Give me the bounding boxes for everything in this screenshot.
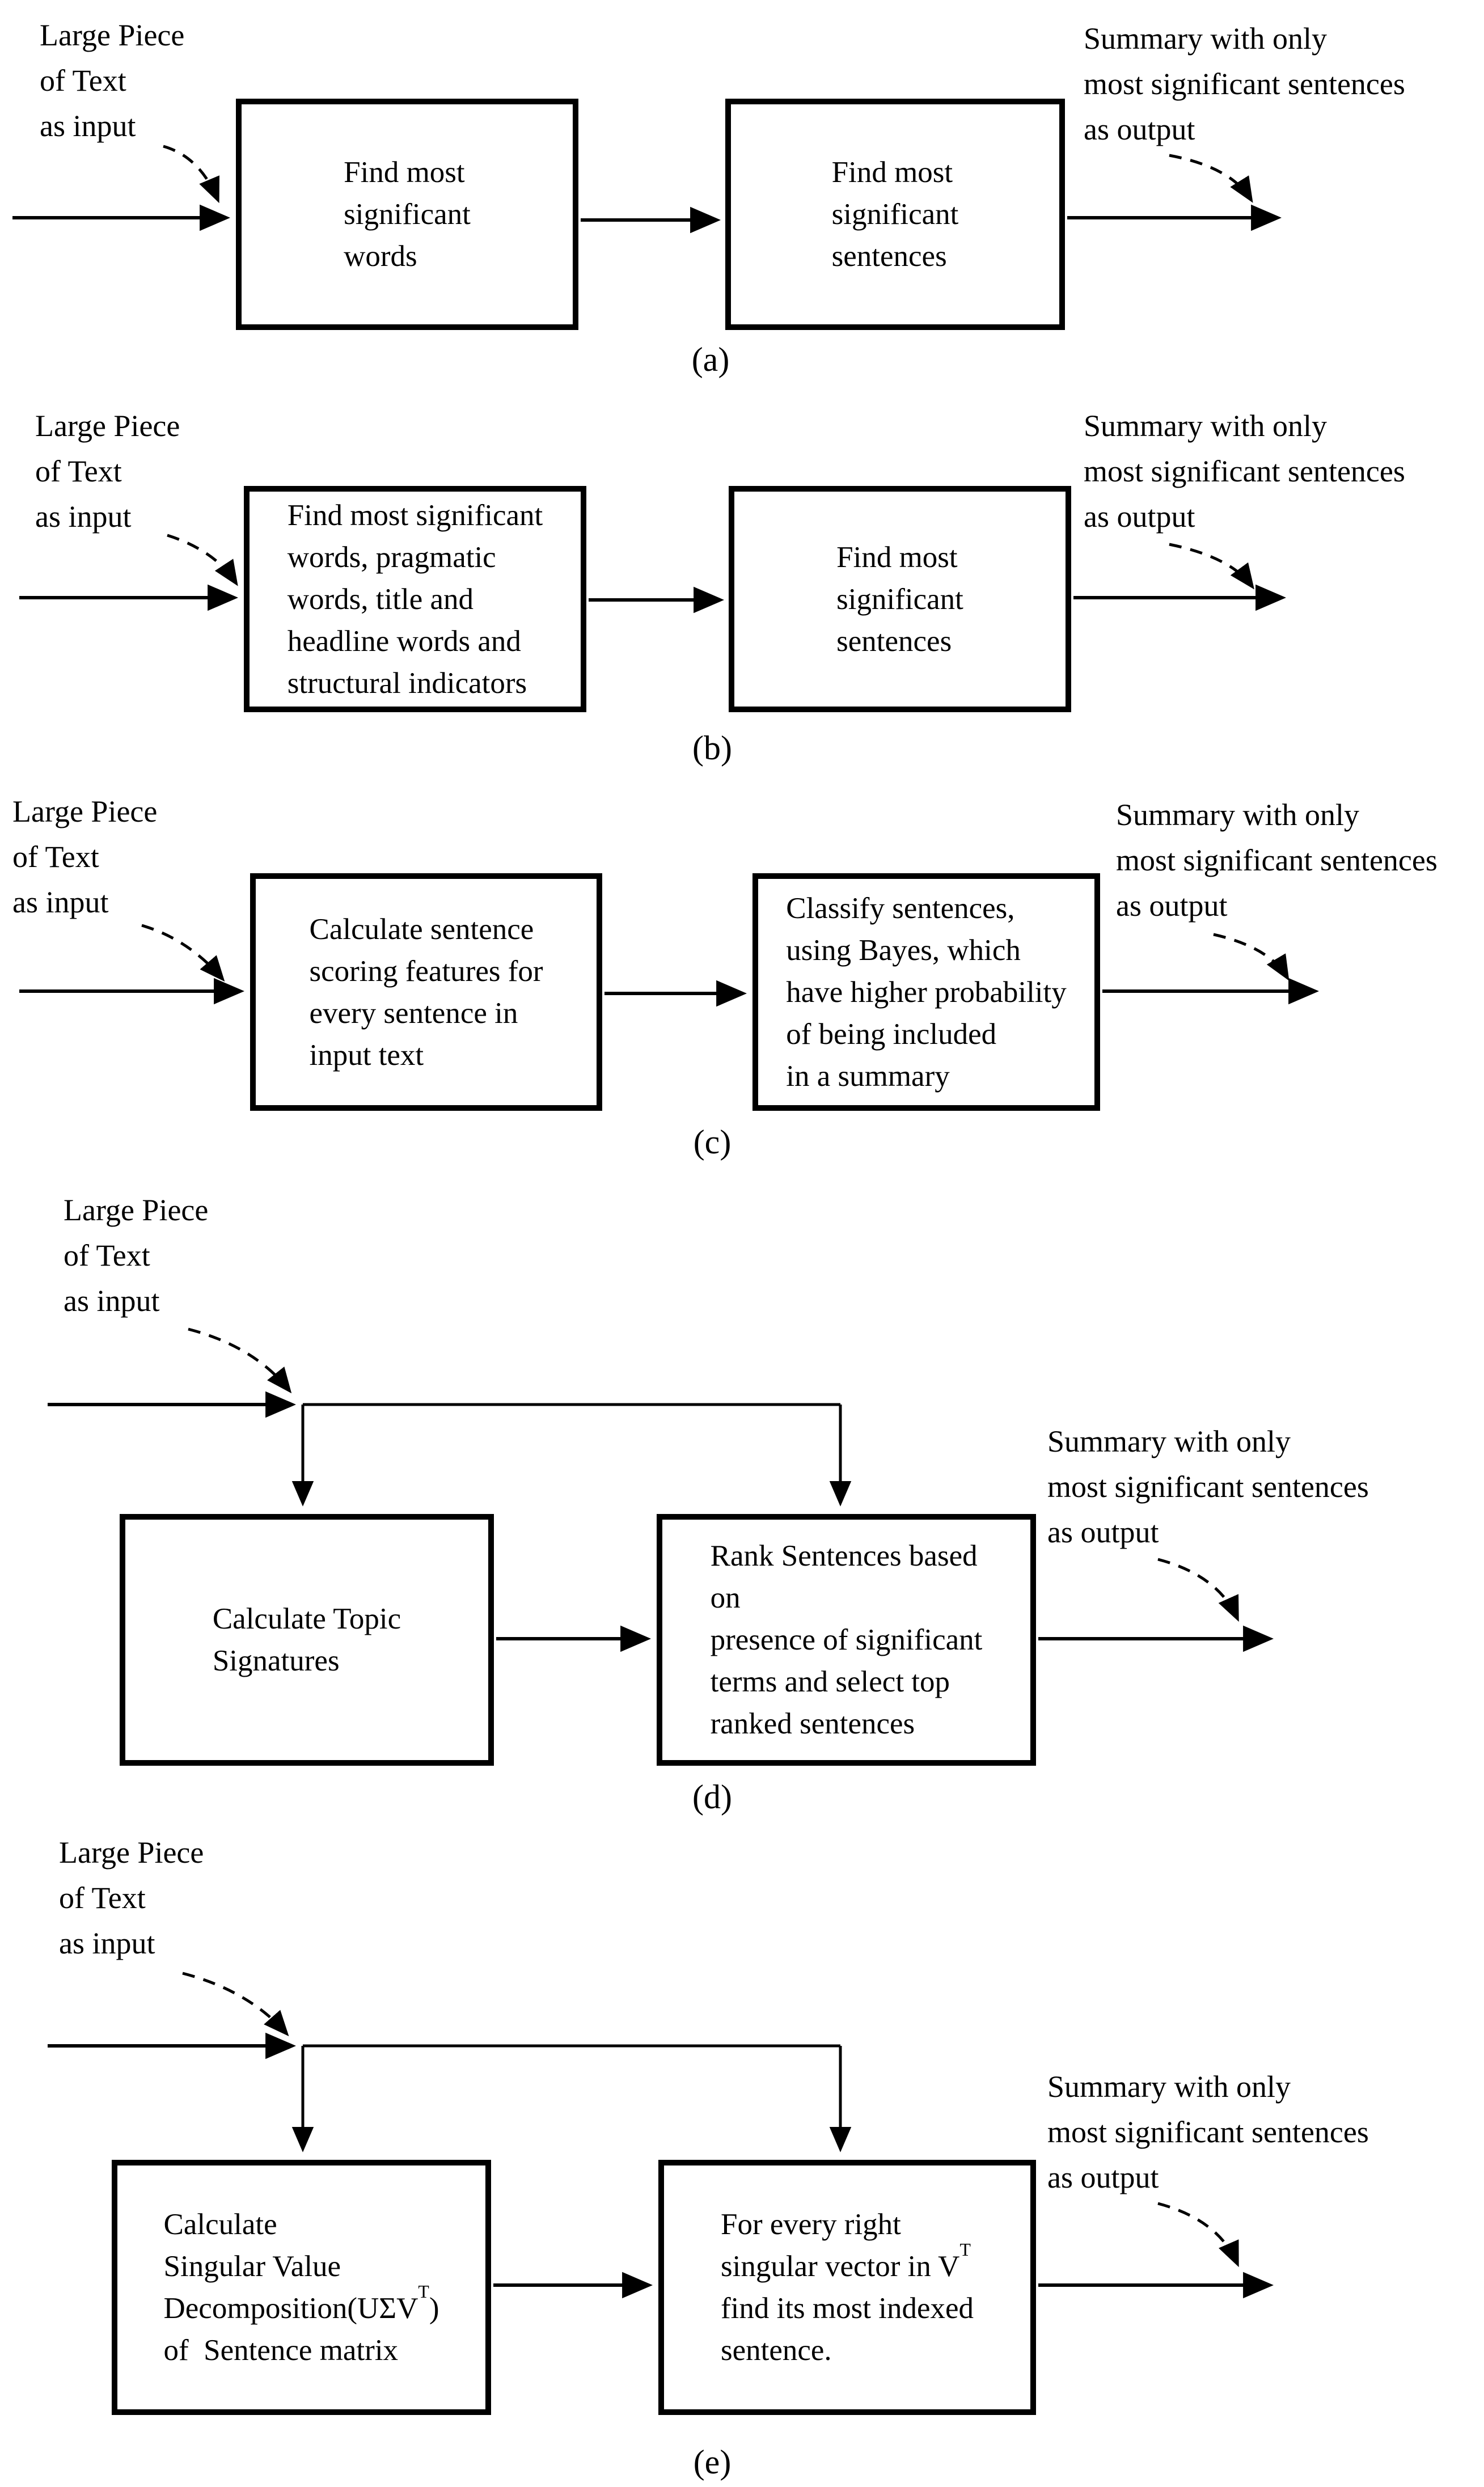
output-annotation-curve-d [1157,1558,1239,1622]
section-c-wires [19,924,1320,1007]
caption-d: (d) [692,1778,732,1816]
section-a-wires [12,145,1282,234]
input-annotation-curve-b [167,534,238,586]
output-annotation-curve-e [1157,2202,1239,2268]
caption-a: (a) [691,341,730,378]
section-b-wires [19,534,1287,614]
input-annotation-curve-a [163,145,219,204]
section-d-wires [48,1327,1274,1652]
caption-b: (b) [692,729,732,767]
input-annotation-curve-c [141,924,225,982]
output-annotation-curve-c [1213,933,1289,981]
output-annotation-curve-b [1169,543,1254,590]
output-annotation-curve-a [1169,154,1253,203]
caption-e: (e) [693,2443,732,2481]
section-e-wires [48,1972,1274,2299]
caption-c: (c) [693,1123,732,1161]
input-annotation-curve-e [182,1972,289,2037]
input-annotation-curve-d [188,1327,292,1394]
